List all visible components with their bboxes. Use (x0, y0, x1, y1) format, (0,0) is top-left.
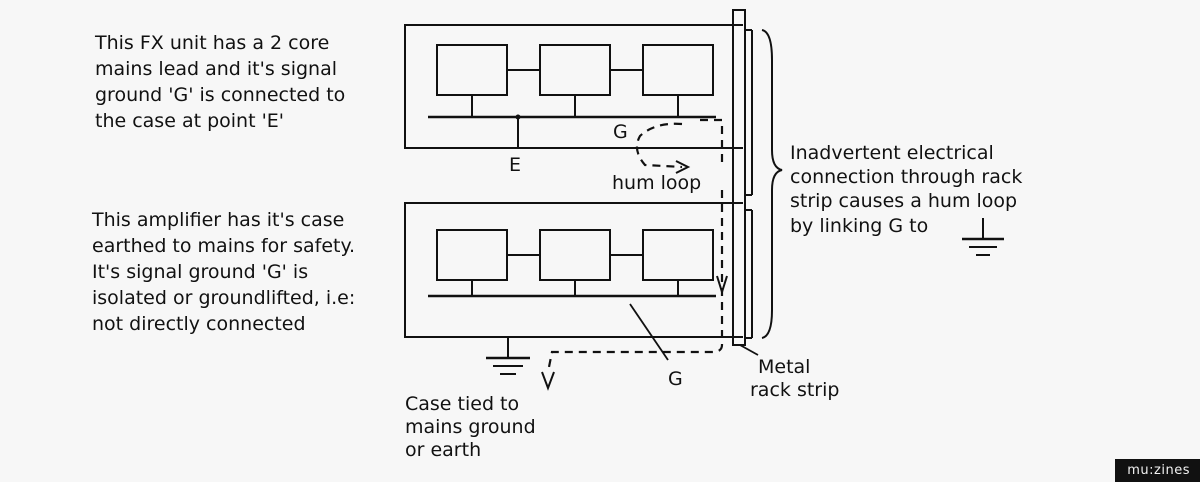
fx-block-1 (436, 44, 508, 96)
case-caption-line-1: Case tied to (405, 393, 520, 415)
amp-block-3 (642, 229, 714, 281)
fx-block-2 (539, 44, 611, 96)
watermark-badge: mu:zines (1115, 459, 1200, 482)
hum-loop-path (635, 122, 683, 169)
rack-strip-caption-line-2: rack strip (750, 379, 840, 401)
hum-loop-arrow-down (716, 275, 728, 296)
amp-caption-line-2: earthed to mains for safety. (92, 235, 356, 257)
inadvertent-caption-line-4: by linking G to (790, 215, 929, 237)
label-hum-loop: hum loop (612, 172, 702, 194)
label-g-top: G (613, 121, 628, 143)
fx-unit-caption-line-2: mains lead and it's signal (95, 58, 337, 80)
inadvertent-caption-line-3: strip causes a hum loop (790, 190, 1018, 212)
amp-caption-line-1: This amplifier has it's case (92, 209, 345, 231)
rack-strip-caption-line-1: Metal (758, 356, 811, 378)
fx-unit-caption-line-4: the case at point 'E' (95, 110, 285, 132)
amp-caption-line-5: not directly connected (92, 313, 306, 335)
fx-block-3 (642, 44, 714, 96)
fx-unit-caption-line-1: This FX unit has a 2 core (95, 32, 330, 54)
amplifier-case (404, 202, 743, 338)
metal-rack-strip (732, 9, 746, 346)
inadvertent-caption-line-2: connection through rack (790, 166, 1023, 188)
amp-caption-line-4: isolated or groundlifted, i.e: (92, 287, 356, 309)
right-brace (761, 29, 783, 339)
case-caption-line-2: mains ground (405, 416, 536, 438)
label-g-bottom: G (668, 368, 683, 390)
inadvertent-caption-line-1: Inadvertent electrical (790, 142, 994, 164)
fx-unit-caption-line-3: ground 'G' is connected to (95, 84, 346, 106)
label-e-point: E (509, 154, 522, 176)
fx-unit-case (404, 24, 743, 149)
hum-loop-arrow-end (541, 371, 555, 391)
case-caption-line-3: or earth (405, 439, 482, 461)
amp-block-1 (436, 229, 508, 281)
amp-block-2 (539, 229, 611, 281)
amp-caption-line-3: It's signal ground 'G' is (92, 261, 309, 283)
